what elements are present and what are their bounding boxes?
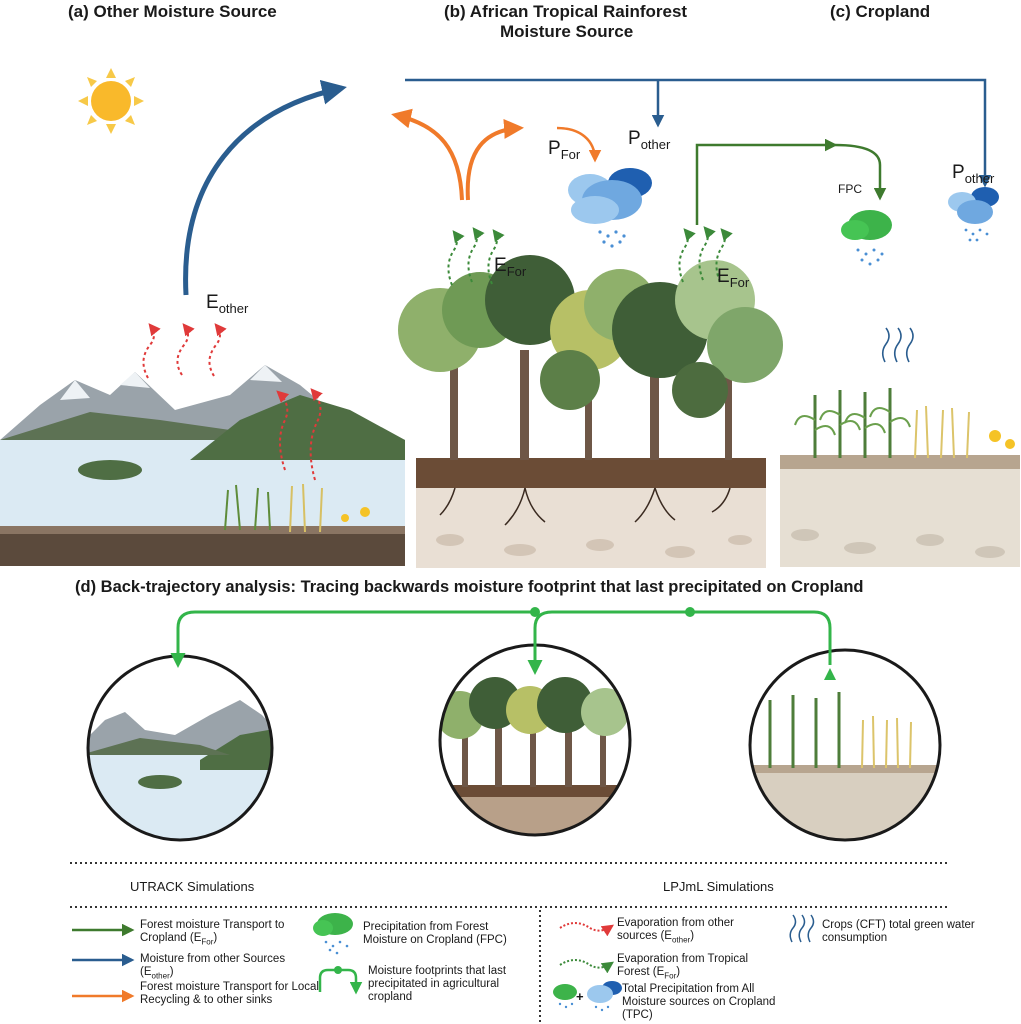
back-trajectory-arrow-to-forest <box>527 610 832 675</box>
back-trajectory-circle-forest <box>438 643 632 837</box>
back-trajectory-arrow-to-other <box>170 610 535 668</box>
legend-forest-transport-text: Forest moisture Transport to Cropland (E… <box>140 919 285 947</box>
e-for-label-left: EFor <box>494 255 527 279</box>
legend-crops-water-icon <box>789 914 815 943</box>
p-other-label-c: Pother <box>952 162 995 186</box>
panel-b-title-line2: Moisture Source <box>500 22 634 41</box>
back-trajectory-node-2 <box>685 607 695 617</box>
crop-water-consumption-icon <box>881 327 914 363</box>
cropland-scene <box>780 388 1020 567</box>
back-trajectory-node-1 <box>530 607 540 617</box>
forest-transport-drop-arrow <box>834 143 887 201</box>
p-other-label-b: Pother <box>628 128 671 152</box>
legend-tpc-text: Total Precipitation from All Moisture so… <box>622 983 776 1021</box>
legend-evap-other-arrow <box>559 922 614 937</box>
other-rain-cloud-icon <box>948 187 999 242</box>
legend-evap-forest-text: Evaporation from Tropical Forest (EFor) <box>617 953 749 981</box>
panel-b-title-line1: (b) African Tropical Rainforest <box>444 2 688 21</box>
legend-footprints-text: Moisture footprints that last precipitat… <box>368 965 507 1003</box>
back-trajectory-circle-cropland <box>748 648 942 842</box>
moisture-transport-line <box>405 78 992 188</box>
rain-cloud-icon <box>568 168 652 248</box>
e-for-label-right: EFor <box>717 266 750 290</box>
moisture-other-sources-arrow <box>183 80 347 296</box>
legend-evap-other-text: Evaporation from other sources (Eother) <box>617 917 734 945</box>
panel-a-title: (a) Other Moisture Source <box>68 2 277 21</box>
legend-footprint-node <box>334 966 342 974</box>
fpc-label: FPC <box>838 182 862 196</box>
legend-fpc-cloud-icon <box>313 913 353 955</box>
panel-d-title: (d) Back-trajectory analysis: Tracing ba… <box>75 578 864 596</box>
e-other-label: Eother <box>206 292 249 316</box>
tropical-rainforest-scene <box>398 255 783 568</box>
fpc-rain-cloud-icon <box>841 210 892 266</box>
p-for-arrow <box>556 126 602 163</box>
legend-fpc-text: Precipitation from Forest Moisture on Cr… <box>363 921 507 946</box>
legend-plus-sign: + <box>576 989 584 1004</box>
legend-tpc-blue-cloud-icon <box>587 981 622 1012</box>
local-recycling-arrow-right <box>465 118 524 201</box>
forest-transport-arrow <box>695 138 838 225</box>
legend-other-sources-text: Moisture from other Sources (Eother) <box>140 953 286 981</box>
utrack-label: UTRACK Simulations <box>130 879 255 894</box>
sun-icon <box>78 68 144 134</box>
back-trajectory-start-marker <box>824 668 836 680</box>
legend-local-recycling-text: Forest moisture Transport for Local Recy… <box>140 981 319 1006</box>
other-moisture-source-scene <box>0 365 405 566</box>
evaporation-forest-arrows <box>447 226 733 286</box>
lpjml-label: LPJmL Simulations <box>663 879 774 894</box>
legend-evap-forest-arrow <box>559 959 614 974</box>
local-recycling-arrow-left <box>391 108 464 201</box>
legend-tpc-green-cloud-icon <box>553 984 577 1009</box>
panel-c-title: (c) Cropland <box>830 2 931 21</box>
p-for-label: PFor <box>548 138 581 162</box>
legend-crops-text: Crops (CFT) total green water consumptio… <box>822 919 975 944</box>
back-trajectory-circle-other <box>86 654 274 842</box>
evaporation-other-arrows <box>142 323 323 481</box>
